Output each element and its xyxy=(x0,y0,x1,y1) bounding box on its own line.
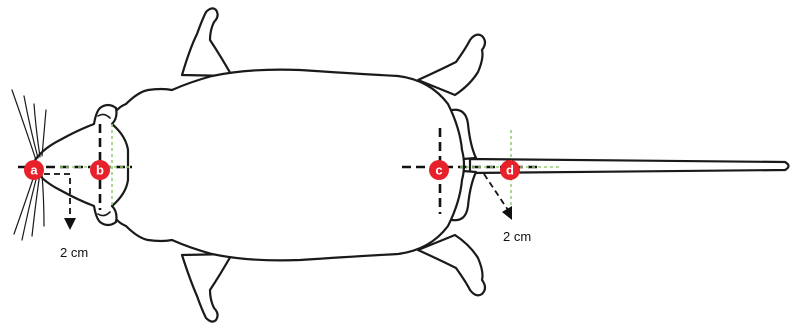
marker-a: a xyxy=(24,160,44,180)
mouse-head xyxy=(32,105,128,225)
mouse-body xyxy=(112,70,464,261)
marker-d-label: d xyxy=(506,163,514,178)
marker-b-label: b xyxy=(96,163,104,178)
marker-d: d xyxy=(500,160,520,180)
marker-c: c xyxy=(429,160,449,180)
front-right-leg xyxy=(182,254,232,322)
marker-a-label: a xyxy=(30,163,38,178)
marker-c-label: c xyxy=(435,163,442,178)
front-left-leg xyxy=(182,8,232,76)
tail-distance-arrow xyxy=(484,174,512,220)
head-distance-label: 2 cm xyxy=(60,245,88,260)
tail-distance-label: 2 cm xyxy=(503,229,531,244)
marker-b: b xyxy=(90,160,110,180)
